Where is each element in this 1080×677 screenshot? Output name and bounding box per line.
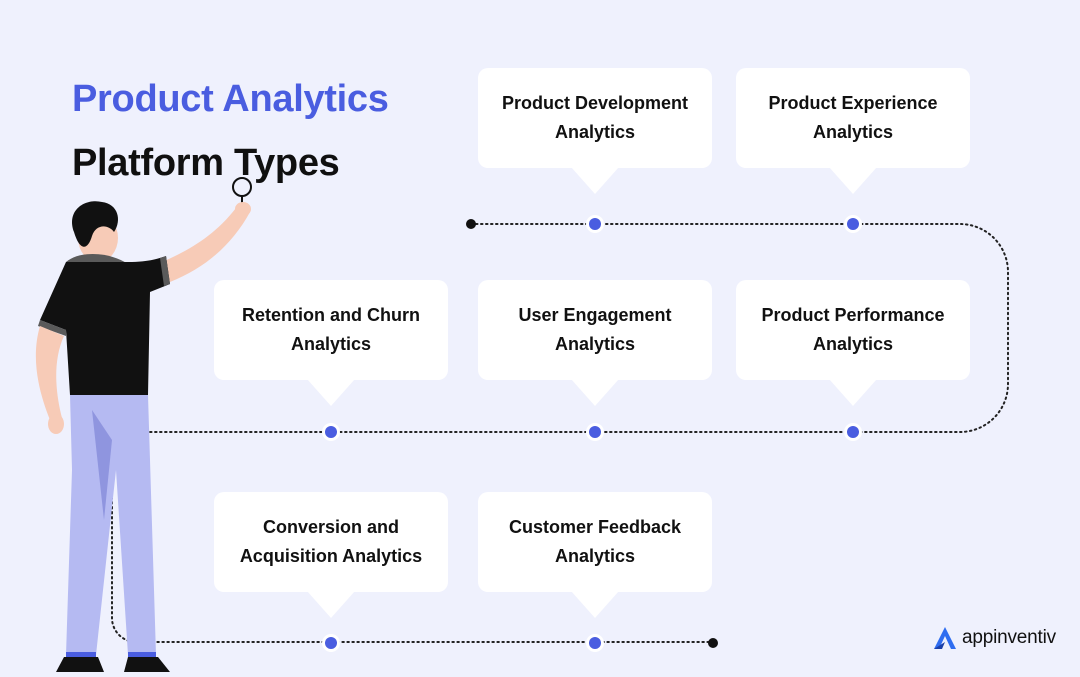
card-title-line-1: Product Development <box>501 93 689 113</box>
brand-name: appinventiv <box>962 627 1056 648</box>
card-title-line-2: Analytics <box>554 334 636 354</box>
card-title-line-1: Product Performance <box>761 305 945 325</box>
card-title-line-1: Customer Feedback <box>508 517 682 537</box>
person-pointing-illustration <box>35 177 252 672</box>
card-title-line-2: Analytics <box>554 122 636 142</box>
appinventiv-logo-icon <box>934 627 956 649</box>
node-group <box>322 215 862 652</box>
path-end-dot <box>708 638 718 648</box>
card-title-line-2: Analytics <box>812 334 894 354</box>
card-title-line-1: Product Experience <box>768 93 938 113</box>
card-title-line-2: Acquisition Analytics <box>239 546 423 566</box>
card-title-line-2: Analytics <box>290 334 372 354</box>
card-title-line-1: User Engagement <box>518 305 672 325</box>
brand-logo: appinventiv <box>932 625 1056 651</box>
card-title-line-2: Analytics <box>812 122 894 142</box>
title-line-1: Product Analytics <box>72 78 389 120</box>
card-title-line-2: Analytics <box>554 546 636 566</box>
title-line-2: Platform Types <box>72 142 340 184</box>
path-start-dot <box>466 219 476 229</box>
card-title-line-1: Conversion and <box>262 517 400 537</box>
card-title-line-1: Retention and Churn <box>242 305 420 325</box>
path-row-1 <box>149 223 1009 433</box>
